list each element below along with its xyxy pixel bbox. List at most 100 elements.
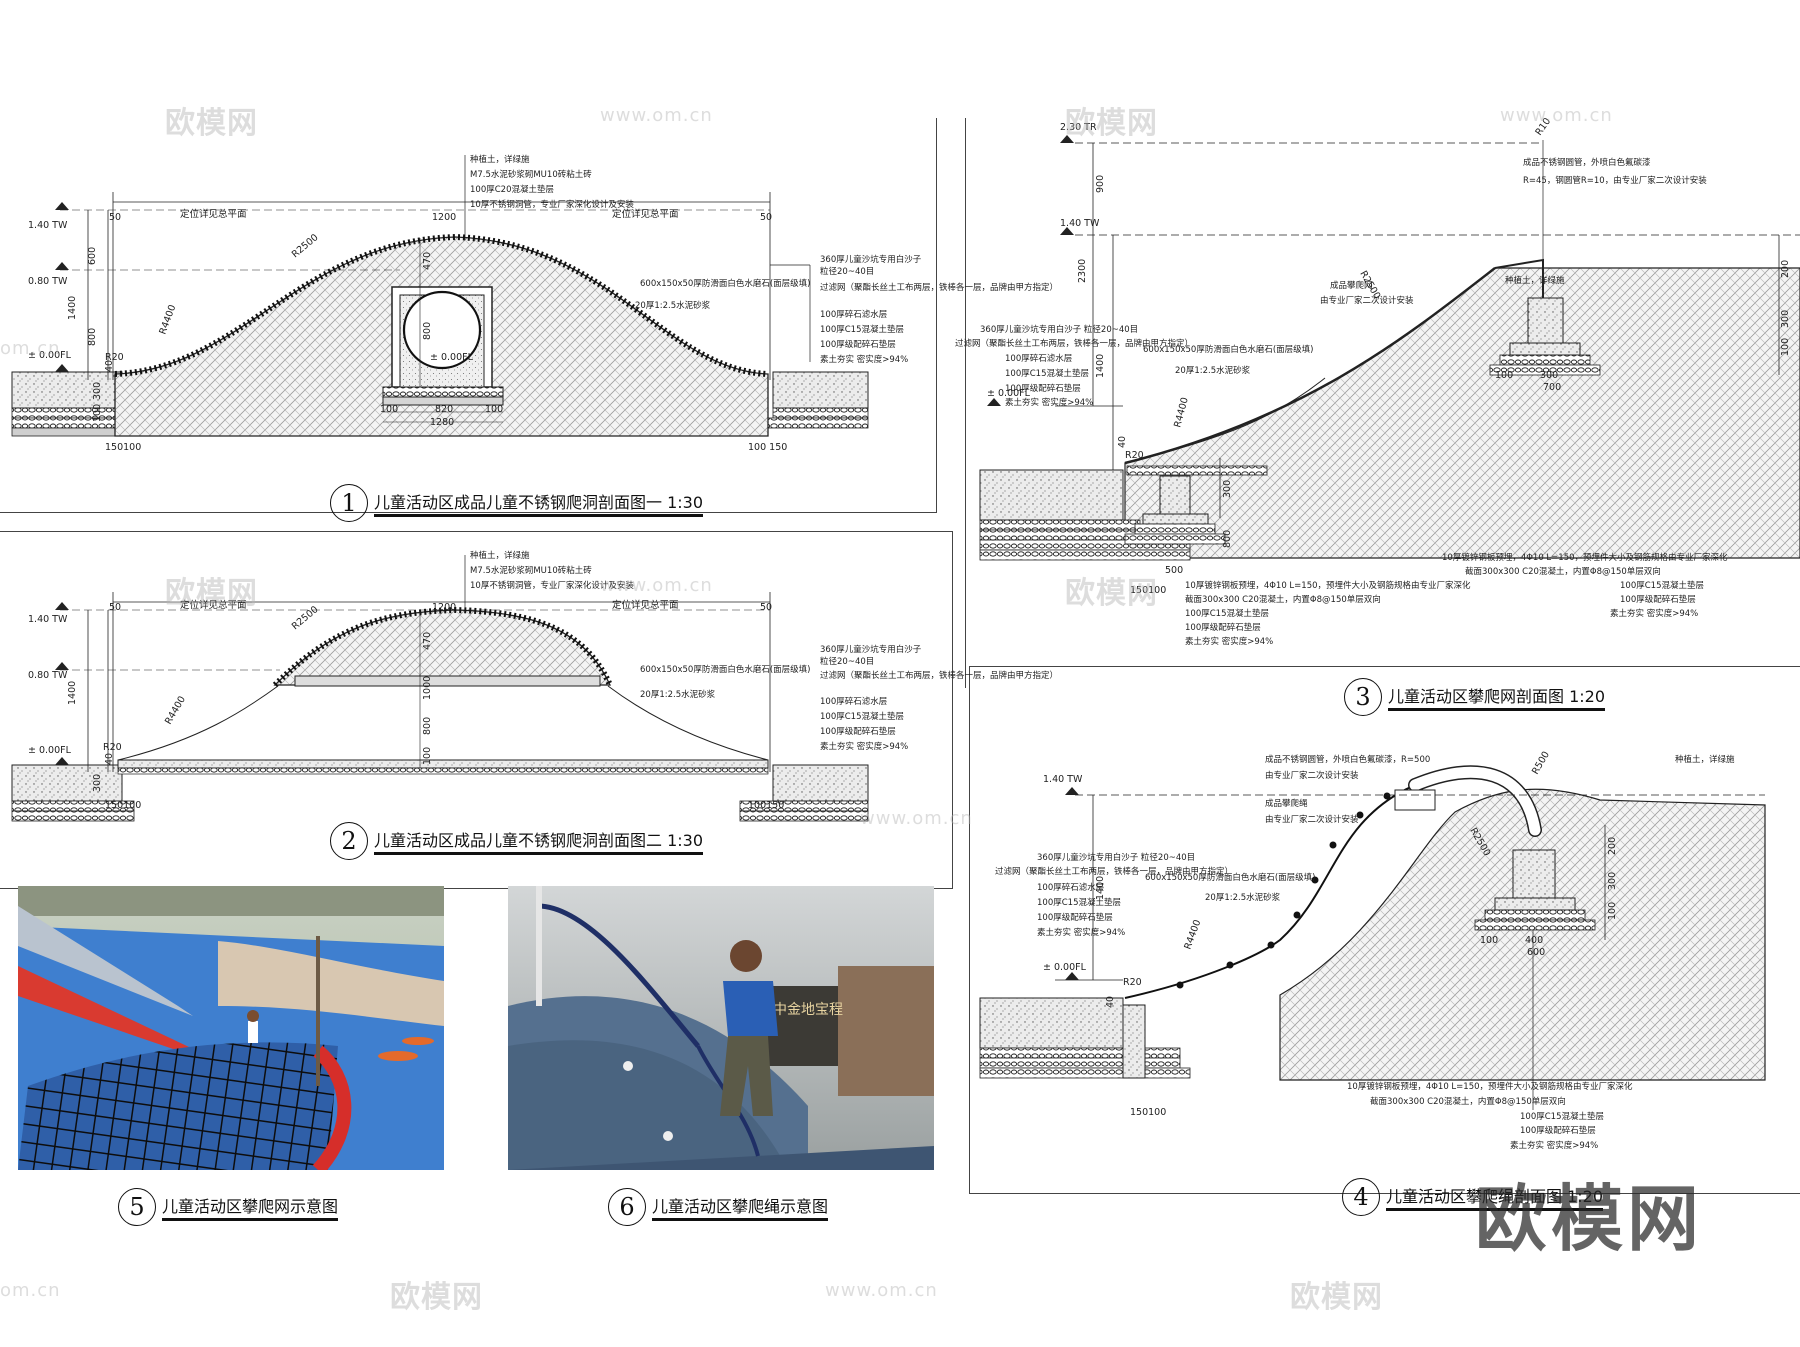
dim-800-center: 800 — [422, 322, 433, 340]
caption-number: 4 — [1342, 1178, 1380, 1216]
caption-title: 儿童活动区成品儿童不锈钢爬洞剖面图二 1:30 — [374, 827, 704, 855]
tunnel-level: ± 0.00FL — [430, 352, 474, 363]
dim-300: 300 — [1222, 480, 1233, 498]
caption-number: 1 — [330, 484, 368, 522]
caption-title: 儿童活动区成品儿童不锈钢爬洞剖面图一 1:30 — [374, 489, 704, 517]
watermark-url: www.om.cn — [600, 105, 713, 126]
note-line: R=45，钢圆管R=10，由专业厂家二次设计安装 — [1523, 175, 1707, 186]
dim-400: 400 — [1525, 935, 1543, 946]
dim-300-right: 300 — [1780, 310, 1791, 328]
bottom-notes: 10厚镀锌钢板预埋，4Φ10 L=150，预埋件大小及钢筋规格由专业厂家深化 截… — [1347, 1081, 1633, 1151]
note-line: 素土夯实 密实度>94% — [1610, 608, 1698, 619]
rope-knot — [1329, 841, 1337, 849]
dim-1400: 1400 — [67, 296, 78, 320]
note-line: 成品不锈钢圆管，外喷白色氟碳漆，R=500 — [1265, 754, 1430, 765]
note-line: 10厚镀锌钢板预埋，4Φ10 L=150，预埋件大小及钢筋规格由专业厂家深化 — [1347, 1081, 1633, 1092]
dim-r4400: R4400 — [1172, 396, 1191, 429]
note-line: 100厚C20混凝土垫层 — [470, 184, 554, 195]
dim-100a: 100 — [380, 404, 398, 415]
dim-100: 100 — [422, 747, 433, 765]
note-line: 10厚不锈钢洞管，专业厂家深化设计及安装 — [470, 199, 634, 210]
dim-100-base: 100 — [1495, 370, 1513, 381]
left-notes: 360厚儿童沙坑专用白沙子 粒径20~40目 过滤网（聚酯长丝土工布两层，铁棒各… — [955, 324, 1313, 408]
level-tw: 1.40 TW — [1060, 218, 1100, 229]
frame-panel-2 — [0, 531, 953, 889]
note-line: 100厚碎石滤水层 — [820, 696, 887, 707]
dim-40: 40 — [104, 360, 115, 372]
dim-br: 100150 — [748, 800, 784, 811]
section-drawing-2: 1.40 TW 0.80 TW ± 0.00FL 50 50 1200 定位详见… — [11, 550, 1058, 822]
note-line: 100厚级配碎石垫层 — [1185, 622, 1261, 633]
photo-climbing-rope: 中金地宝程 — [508, 886, 934, 1170]
level-fl: ± 0.00FL — [987, 388, 1031, 399]
caption-title: 儿童活动区攀爬网剖面图 1:20 — [1388, 683, 1606, 711]
section-drawing-3: 2.30 TR 1.40 TW ± 0.00FL 900 2300 1400 R… — [955, 116, 1800, 647]
section-drawing-4: 1.40 TW ± 0.00FL 1400 R500 R2500 R4400 R… — [979, 750, 1766, 1151]
dim-r500: R500 — [1530, 750, 1552, 777]
right-notes: 360厚儿童沙坑专用白沙子 粒径20~40目 600x150x50厚防滑面白色水… — [635, 254, 1058, 365]
note-line: 粒径20~40目 — [820, 266, 874, 277]
watermark-brand: 欧模网 — [1065, 576, 1158, 611]
dim-br: 100 150 — [748, 442, 787, 453]
left-notes: 360厚儿童沙坑专用白沙子 粒径20~40目 过滤网（聚酯长丝土工布两层，铁棒各… — [995, 852, 1315, 938]
dim-top-right: 50 — [760, 602, 772, 613]
caption-title: 儿童活动区攀爬绳剖面图 1:20 — [1386, 1183, 1604, 1211]
rope-knot — [1383, 792, 1391, 800]
note-line: 600x150x50厚防滑面白色水磨石(面层级填) — [1145, 872, 1315, 883]
note-line: 成品攀爬网 — [1330, 280, 1373, 291]
dim-800: 800 — [87, 328, 98, 346]
note-line: 10厚不锈钢洞管，专业厂家深化设计及安装 — [470, 580, 634, 591]
bottom-notes: 10厚镀锌钢板预埋，4Φ10 L=150，预埋件大小及钢筋规格由专业厂家深化 截… — [1185, 552, 1728, 647]
dim-820: 820 — [435, 404, 453, 415]
top-notes: 种植土，详绿施 M7.5水泥砂浆砌MU10砖粘土砖 10厚不锈钢洞管，专业厂家深… — [470, 550, 634, 591]
dim-top-left: 50 — [109, 212, 121, 223]
photo-climbing-net — [18, 886, 444, 1170]
watermark-url-short: om.cn — [0, 338, 61, 359]
brand-logo-text: 欧模网 — [1475, 1177, 1704, 1261]
note-line: 成品不锈钢圆管，外喷白色氟碳漆 — [1523, 157, 1651, 168]
dim-40: 40 — [104, 753, 115, 765]
dim-2300: 2300 — [1077, 259, 1088, 283]
dim-700: 700 — [1543, 382, 1561, 393]
dim-300: 300 — [1607, 872, 1618, 890]
note-line: 100厚级配碎石垫层 — [820, 726, 896, 737]
dim-width: 1200 — [432, 212, 456, 223]
dim-1280: 1280 — [430, 417, 454, 428]
dim-1400: 1400 — [1095, 354, 1106, 378]
dim-r2500: R2500 — [290, 604, 321, 632]
note-line: 由专业厂家二次设计安装 — [1265, 814, 1359, 825]
frame-panel-1 — [0, 118, 937, 513]
dim-r4400: R4400 — [163, 694, 188, 726]
dim-r2500: R2500 — [290, 232, 321, 260]
dim-500: 500 — [1165, 565, 1183, 576]
caption-photo-5: 5 儿童活动区攀爬网示意图 — [118, 1188, 339, 1226]
note-line: 素土夯实 密实度>94% — [1037, 927, 1125, 938]
rope-knot — [1267, 941, 1275, 949]
dim-100-base: 100 — [1480, 935, 1498, 946]
dim-900: 900 — [1095, 175, 1106, 193]
dim-100-right: 100 — [1780, 338, 1791, 356]
note-line: 由专业厂家二次设计安装 — [1320, 295, 1414, 306]
watermark-brand: 欧模网 — [390, 1280, 483, 1315]
note-line: 过滤网（聚酯长丝土工布两层，铁棒各一层，品牌由甲方指定） — [955, 338, 1193, 349]
note-line: 100厚C15混凝土垫层 — [1620, 580, 1704, 591]
caption-panel-3: 3 儿童活动区攀爬网剖面图 1:20 — [1344, 678, 1606, 716]
watermark-url-short: om.cn — [0, 1280, 61, 1301]
building-sign: 中金地宝程 — [773, 1002, 843, 1018]
note-line: 截面300x300 C20混凝土，内置Φ8@150单层双向 — [1370, 1096, 1566, 1107]
note-line: 600x150x50厚防滑面白色水磨石(面层级填) — [1143, 344, 1313, 355]
note-line: 种植土，详绿施 — [470, 550, 530, 561]
dim-40: 40 — [1117, 436, 1128, 448]
top-notes: 种植土，详绿施 M7.5水泥砂浆砌MU10砖粘土砖 100厚C20混凝土垫层 1… — [470, 154, 634, 210]
level-tw-2: 0.80 TW — [28, 276, 68, 287]
note-line: 素土夯实 密实度>94% — [1510, 1140, 1598, 1151]
note-line: 360厚儿童沙坑专用白沙子 粒径20~40目 — [1037, 852, 1195, 863]
note-line: 过滤网（聚酯长丝土工布两层，铁棒各一层，品牌由甲方指定） — [820, 670, 1058, 681]
dim-bl: 150100 — [105, 442, 141, 453]
caption-number: 5 — [118, 1188, 156, 1226]
dim-r20: R20 — [1125, 450, 1144, 461]
dim-width: 1200 — [432, 602, 456, 613]
level-tw-1: 1.40 TW — [28, 614, 68, 625]
dim-100: 100 — [92, 404, 103, 422]
note-line: 100厚级配碎石垫层 — [1620, 594, 1696, 605]
